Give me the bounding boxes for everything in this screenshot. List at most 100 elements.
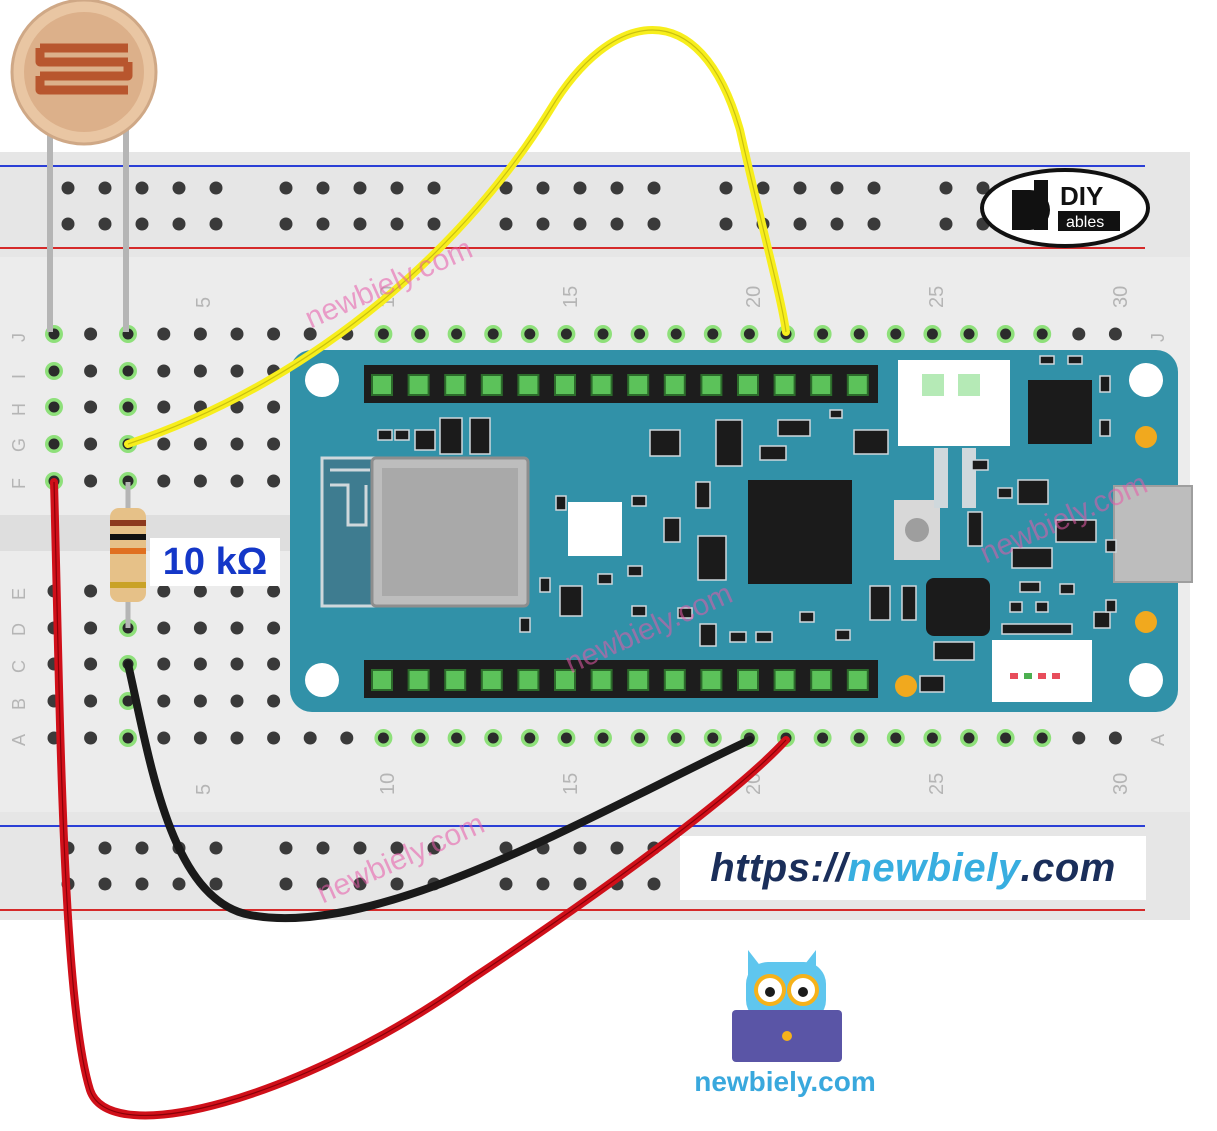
terminal-hole bbox=[84, 731, 98, 745]
connected-hole bbox=[451, 732, 463, 744]
smd-component bbox=[699, 623, 717, 647]
terminal-hole bbox=[1108, 731, 1122, 745]
logo-bar bbox=[1058, 211, 1120, 231]
terminal-hole bbox=[84, 400, 98, 414]
smd-component bbox=[971, 459, 989, 471]
ground-wire-black bbox=[124, 660, 754, 923]
column-number: 30 bbox=[1110, 286, 1132, 308]
connected-hole bbox=[451, 328, 463, 340]
rail-hole bbox=[135, 841, 149, 855]
smd-component bbox=[1017, 479, 1049, 505]
terminal-hole bbox=[157, 731, 171, 745]
terminal-hole bbox=[84, 584, 98, 598]
terminal-hole bbox=[84, 327, 98, 341]
header-bottom bbox=[364, 660, 878, 698]
header-pin bbox=[517, 669, 540, 691]
terminal-hole bbox=[340, 731, 354, 745]
rail-hole bbox=[209, 217, 223, 231]
terminal-hole bbox=[230, 694, 244, 708]
connected-hole bbox=[524, 328, 536, 340]
terminal-hole bbox=[1072, 731, 1086, 745]
white-pad bbox=[568, 502, 622, 556]
header-pins bbox=[371, 374, 869, 691]
connected-hole bbox=[1036, 732, 1048, 744]
smd-component bbox=[1055, 519, 1097, 543]
smd-component bbox=[997, 487, 1013, 499]
rail-hole bbox=[209, 877, 223, 891]
led-red bbox=[1038, 673, 1046, 679]
terminal-hole bbox=[267, 400, 281, 414]
terminal-hole bbox=[193, 621, 207, 635]
smd-component bbox=[1009, 601, 1023, 613]
connected-hole bbox=[48, 401, 60, 413]
connected-hole bbox=[670, 732, 682, 744]
smd-component bbox=[967, 511, 983, 547]
connected-hole bbox=[122, 695, 134, 707]
rail-hole bbox=[939, 181, 953, 195]
terminal-hole bbox=[157, 327, 171, 341]
rail-hole bbox=[499, 181, 513, 195]
rail-hole bbox=[756, 181, 770, 195]
header-pin bbox=[773, 374, 796, 396]
smd-component bbox=[829, 409, 843, 419]
smd-component bbox=[1067, 355, 1083, 365]
row-letter: B bbox=[9, 698, 29, 710]
microcontroller-chip bbox=[748, 480, 852, 584]
url-suffix: .com bbox=[1020, 845, 1116, 890]
mount-hole bbox=[305, 663, 339, 697]
rail-hole bbox=[353, 181, 367, 195]
connected-hole bbox=[634, 732, 646, 744]
terminal-hole bbox=[193, 474, 207, 488]
smd-component bbox=[835, 629, 851, 641]
connected-hole bbox=[1036, 328, 1048, 340]
rail-hole bbox=[793, 181, 807, 195]
terminal-hole bbox=[267, 437, 281, 451]
smd-component bbox=[1099, 419, 1111, 437]
rail-hole bbox=[316, 217, 330, 231]
terminal-hole bbox=[267, 474, 281, 488]
rail-hole bbox=[390, 181, 404, 195]
url-prefix: https:// bbox=[710, 845, 848, 890]
header-pin bbox=[554, 669, 576, 691]
website-url: https://newbiely.com bbox=[680, 836, 1146, 900]
smd-component bbox=[853, 429, 889, 455]
header-pin bbox=[590, 669, 613, 691]
connected-hole bbox=[890, 328, 902, 340]
connected-hole bbox=[122, 732, 134, 744]
rail-hole bbox=[390, 841, 404, 855]
rail-hole bbox=[976, 181, 990, 195]
crypto-chip bbox=[1028, 380, 1092, 444]
row-letters-right: J A bbox=[1148, 333, 1168, 746]
column-number: 25 bbox=[926, 286, 948, 308]
terminal-hole bbox=[157, 621, 171, 635]
terminal-hole bbox=[84, 657, 98, 671]
connected-hole bbox=[377, 328, 389, 340]
smd-component bbox=[539, 577, 551, 593]
smd-component bbox=[414, 429, 436, 451]
terminal-hole bbox=[230, 327, 244, 341]
smd-component bbox=[1105, 599, 1117, 613]
resistor-band bbox=[110, 582, 146, 588]
smd-component bbox=[755, 631, 773, 643]
rail-hole bbox=[939, 217, 953, 231]
terminal-hole bbox=[1108, 327, 1122, 341]
rail-hole bbox=[353, 217, 367, 231]
smd-component bbox=[1059, 583, 1075, 595]
rail-hole bbox=[536, 181, 550, 195]
terminal-hole bbox=[193, 657, 207, 671]
rail-hole bbox=[427, 841, 441, 855]
connected-hole bbox=[597, 732, 609, 744]
rail-hole bbox=[573, 217, 587, 231]
smd-component bbox=[1035, 601, 1049, 613]
rail-hole bbox=[316, 877, 330, 891]
smd-component bbox=[469, 417, 491, 455]
terminal-hole bbox=[157, 584, 171, 598]
rail-hole bbox=[647, 181, 661, 195]
header-pin bbox=[773, 669, 796, 691]
column-number: 10 bbox=[377, 773, 399, 795]
header-pin bbox=[663, 669, 686, 691]
connected-hole bbox=[963, 328, 975, 340]
row-letter: F bbox=[9, 478, 29, 489]
row-letter: I bbox=[9, 374, 29, 379]
